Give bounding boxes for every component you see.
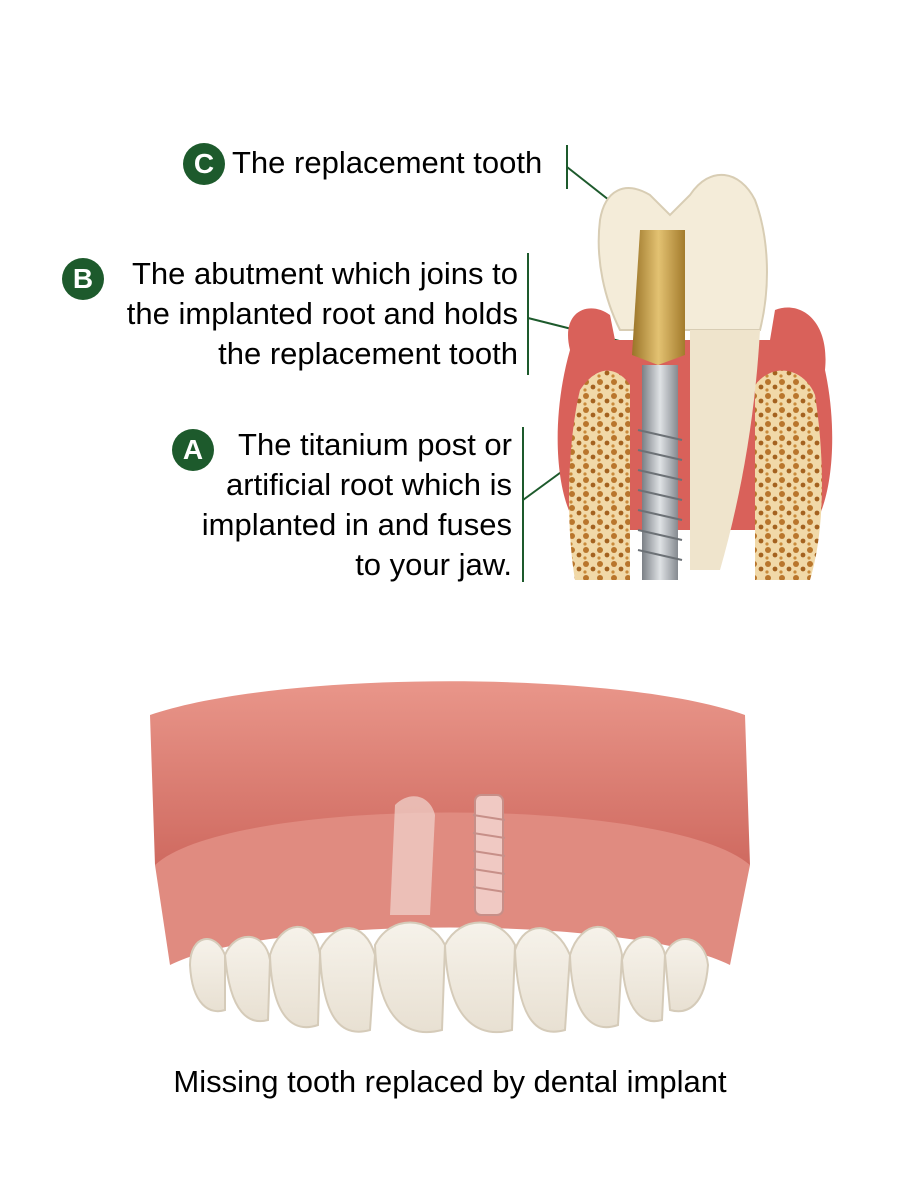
abutment <box>632 230 685 365</box>
jaw-bone <box>568 370 630 580</box>
label-b-line-2: the implanted root and holds <box>126 296 518 331</box>
bracket-b <box>527 253 529 375</box>
badge-b: B <box>62 258 104 300</box>
tooth-left-molar <box>188 938 226 1013</box>
label-a-text: The titanium post or artificial root whi… <box>172 425 512 585</box>
badge-c: C <box>183 143 225 185</box>
root-translucent <box>390 796 435 915</box>
dental-arch-illustration <box>150 681 750 1034</box>
tooth-left-central <box>373 921 447 1034</box>
jaw-bone-right <box>755 370 822 580</box>
tooth-left-premolar <box>223 935 272 1023</box>
label-c-replacement-tooth: C The replacement tooth <box>183 143 542 185</box>
badge-a: A <box>172 429 214 471</box>
upper-gum-band <box>150 681 750 865</box>
label-b-line-3: the replacement tooth <box>218 336 518 371</box>
tooth-implant-crown <box>443 921 517 1034</box>
tooth-left-lateral <box>318 927 377 1033</box>
bracket-a <box>522 427 524 582</box>
tooth-right-lateral <box>513 927 572 1033</box>
label-c-line: The replacement tooth <box>232 145 543 180</box>
label-a-line-3: implanted in and fuses <box>201 507 512 542</box>
tooth-left-canine <box>268 925 322 1029</box>
label-b-text: The abutment which joins to the implante… <box>62 254 518 374</box>
label-b-abutment: B The abutment which joins to the implan… <box>62 254 518 374</box>
figure-caption: Missing tooth replaced by dental implant <box>173 1064 727 1099</box>
implant-cross-section-illustration <box>557 173 833 580</box>
tooth-right-premolar <box>620 935 667 1023</box>
label-c-text: The replacement tooth <box>232 143 542 183</box>
label-a-titanium-post: A The titanium post or artificial root w… <box>172 425 512 585</box>
label-b-line-1: The abutment which joins to <box>132 256 518 291</box>
label-a-line-1: The titanium post or <box>238 427 512 462</box>
tooth-right-molar <box>663 938 710 1013</box>
label-a-line-2: artificial root which is <box>226 467 512 502</box>
tooth-root <box>690 330 760 570</box>
tooth-right-canine <box>568 925 624 1029</box>
label-a-line-4: to your jaw. <box>355 547 512 582</box>
